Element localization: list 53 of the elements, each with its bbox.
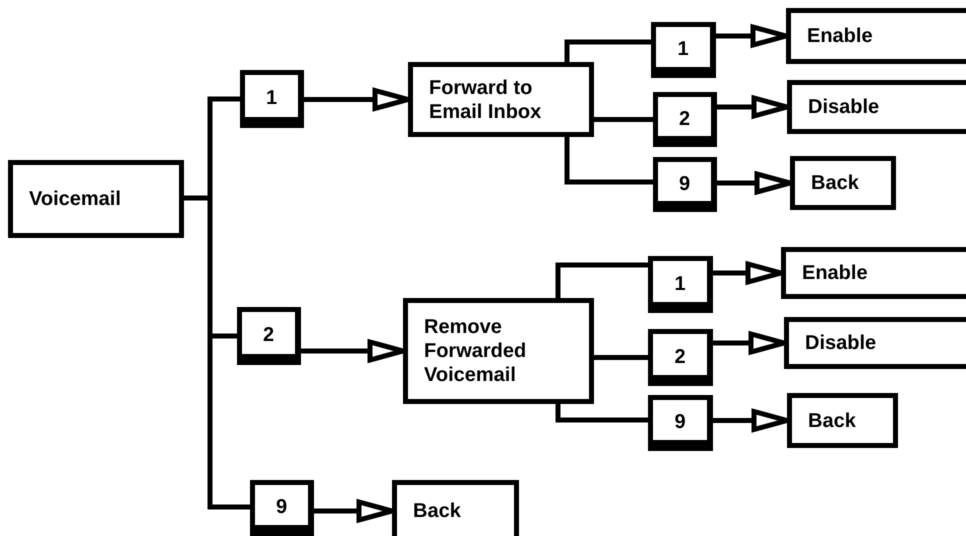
menu-box — [787, 80, 966, 134]
key-number: 1 — [266, 86, 278, 110]
key-number: 9 — [678, 172, 690, 196]
connector-line — [594, 355, 648, 360]
menu-box — [790, 156, 896, 210]
arrow — [304, 88, 410, 111]
arrow — [713, 409, 790, 432]
arrow — [717, 96, 790, 118]
key-box — [237, 307, 301, 365]
key-box — [653, 157, 717, 212]
key-number: 9 — [276, 495, 288, 519]
menu-box — [784, 317, 966, 369]
menu-label: Remove Forwarded Voicemail — [424, 315, 528, 387]
menu-label: Disable — [808, 95, 880, 119]
arrow — [713, 332, 786, 354]
connector-line — [556, 404, 648, 422]
key-number: 2 — [678, 106, 690, 130]
arrow — [713, 262, 784, 284]
key-number: 1 — [677, 37, 689, 61]
menu-box — [403, 298, 594, 404]
menu-label: Back — [811, 171, 859, 195]
key-box — [240, 70, 304, 128]
connector-line — [556, 262, 648, 298]
arrow — [314, 500, 394, 522]
key-box — [250, 480, 314, 536]
key-box — [651, 22, 716, 78]
arrow — [717, 172, 792, 194]
arrow — [716, 24, 788, 48]
menu-label: Disable — [805, 331, 876, 355]
connector-line — [564, 40, 651, 62]
key-box — [648, 329, 713, 386]
connector-line — [564, 137, 653, 184]
menu-box — [786, 8, 966, 64]
menu-label: Forward to Email Inbox — [429, 76, 542, 124]
key-box — [648, 395, 713, 451]
key-box — [653, 92, 717, 147]
menu-label: Back — [808, 408, 856, 432]
menu-label: Voicemail — [29, 187, 121, 211]
connector-line — [594, 117, 653, 122]
menu-label: Enable — [807, 24, 873, 48]
key-number: 1 — [674, 272, 686, 296]
menu-box — [8, 160, 184, 238]
menu-box — [392, 480, 519, 536]
key-number: 9 — [674, 410, 686, 434]
menu-label: Back — [413, 499, 461, 523]
key-number: 2 — [262, 323, 274, 347]
menu-box — [408, 62, 594, 137]
menu-box — [781, 247, 966, 299]
arrow — [301, 340, 406, 362]
menu-label: Enable — [802, 261, 868, 285]
menu-box — [787, 393, 898, 448]
key-box — [648, 256, 713, 313]
key-number: 2 — [674, 344, 686, 368]
